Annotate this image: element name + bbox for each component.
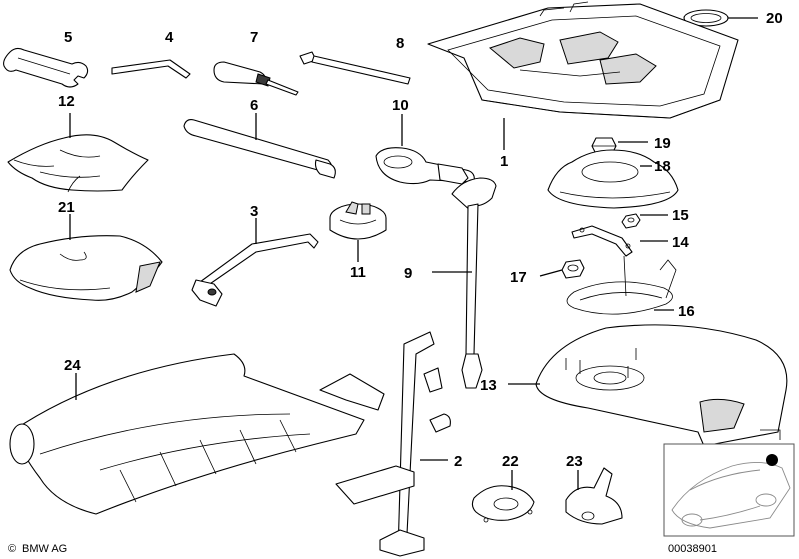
callout-16: 16 (678, 303, 695, 320)
callout-13: 13 (480, 377, 497, 394)
callout-19: 19 (654, 135, 671, 152)
callout-6: 6 (250, 97, 258, 114)
callout-1: 1 (500, 153, 508, 170)
callout-24: 24 (64, 357, 81, 374)
callout-17: 17 (510, 269, 527, 286)
part-3-l-wrench (191, 233, 319, 307)
callout-14: 14 (672, 234, 689, 251)
callout-23: 23 (566, 453, 583, 470)
callout-21: 21 (58, 199, 75, 216)
part-8-bit-shaft (299, 51, 411, 85)
part-4-hex-key (111, 59, 191, 79)
part-17-nut (561, 259, 585, 279)
part-15-small-nut (621, 213, 641, 229)
copyright-symbol: © (8, 543, 16, 555)
part-6-tube-wrench (183, 119, 336, 179)
part-7-screwdriver (213, 61, 299, 96)
part-2-jack (335, 331, 451, 557)
callout-11: 11 (350, 264, 366, 281)
part-11-centering-piece (329, 201, 387, 240)
part-22-gasket (471, 485, 535, 523)
part-20-ring (683, 9, 758, 27)
callout-20: 20 (766, 10, 783, 27)
part-1-tool-tray (427, 1, 739, 119)
part-14-bracket (571, 225, 633, 257)
part-5-spanner (3, 47, 89, 88)
callout-3: 3 (250, 203, 258, 220)
callout-4: 4 (165, 29, 174, 46)
part-10-towing-eye (375, 147, 475, 185)
drawing-number: 00038901 (668, 543, 717, 555)
callout-9: 9 (404, 265, 412, 282)
part-12-cloth (7, 134, 149, 193)
part-9-crank-handle (451, 177, 497, 389)
callout-15: 15 (672, 207, 689, 224)
callout-22: 22 (502, 453, 519, 470)
part-16-wire-retainer (566, 255, 677, 315)
part-23-clip (565, 467, 623, 525)
callout-8: 8 (396, 35, 404, 52)
callout-12: 12 (58, 93, 75, 110)
part-24-tool-roll (9, 353, 385, 515)
part-18-wheel-cup (547, 149, 679, 209)
callout-7: 7 (250, 29, 258, 46)
callout-10: 10 (392, 97, 409, 114)
copyright-brand: BMW AG (22, 543, 67, 555)
callout-18: 18 (654, 158, 671, 175)
part-21-bag (9, 235, 163, 301)
inset-location-marker (766, 454, 778, 466)
callout-5: 5 (64, 29, 72, 46)
callout-2: 2 (454, 453, 462, 470)
leader-17 (539, 269, 563, 277)
part-13-wheel-well-liner (535, 324, 788, 447)
inset-vehicle-locator (663, 443, 795, 537)
